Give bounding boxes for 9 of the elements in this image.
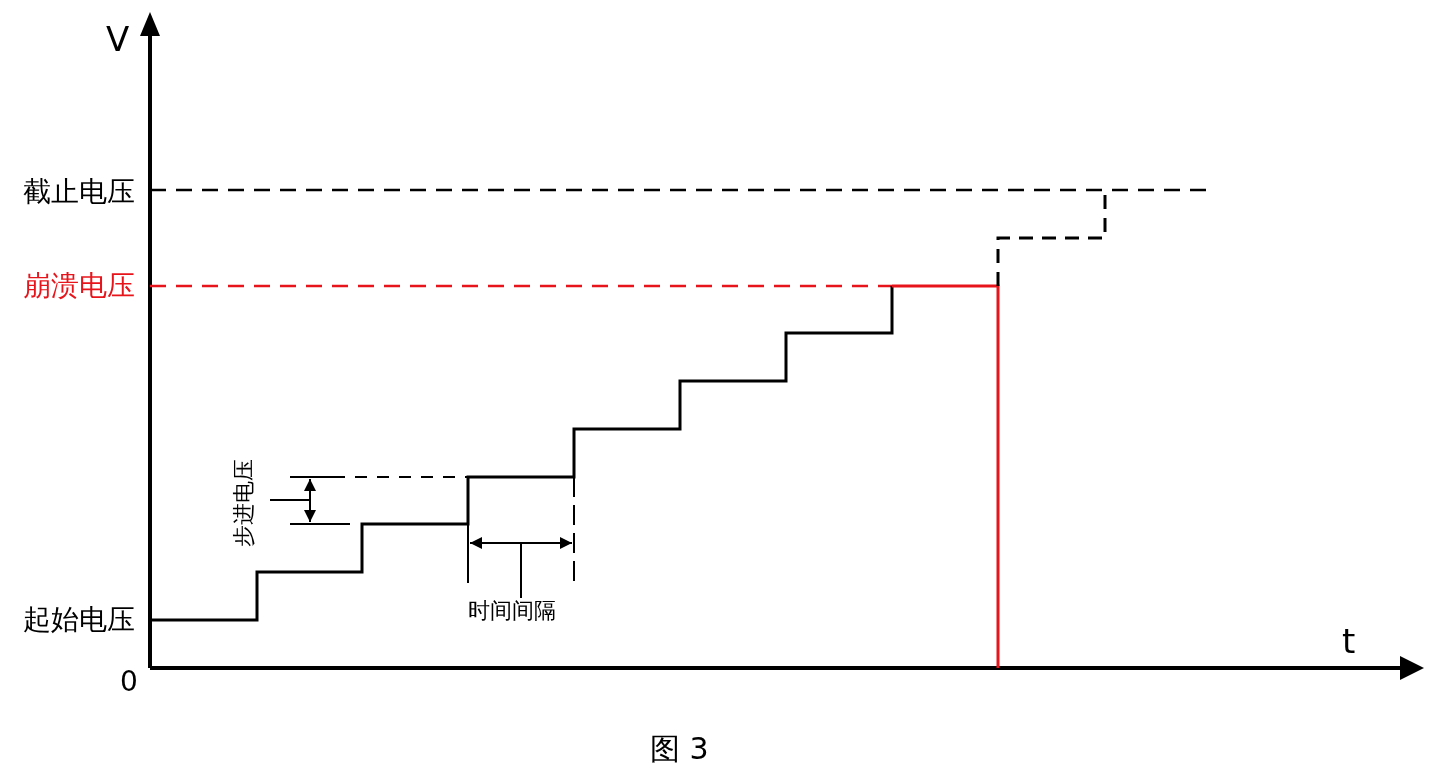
axis-label: 崩溃电压 [23,272,135,300]
dimension-label: 步进电压 [233,459,255,547]
axis-label: t [1342,624,1356,658]
axis-label: 截止电压 [23,178,135,206]
dimension-label: 时间间隔 [468,600,556,622]
axis-label: 0 [120,668,138,696]
axis-label: 起始电压 [23,606,135,634]
figure-caption: 图 3 [650,734,709,764]
axis-label: V [106,22,130,56]
